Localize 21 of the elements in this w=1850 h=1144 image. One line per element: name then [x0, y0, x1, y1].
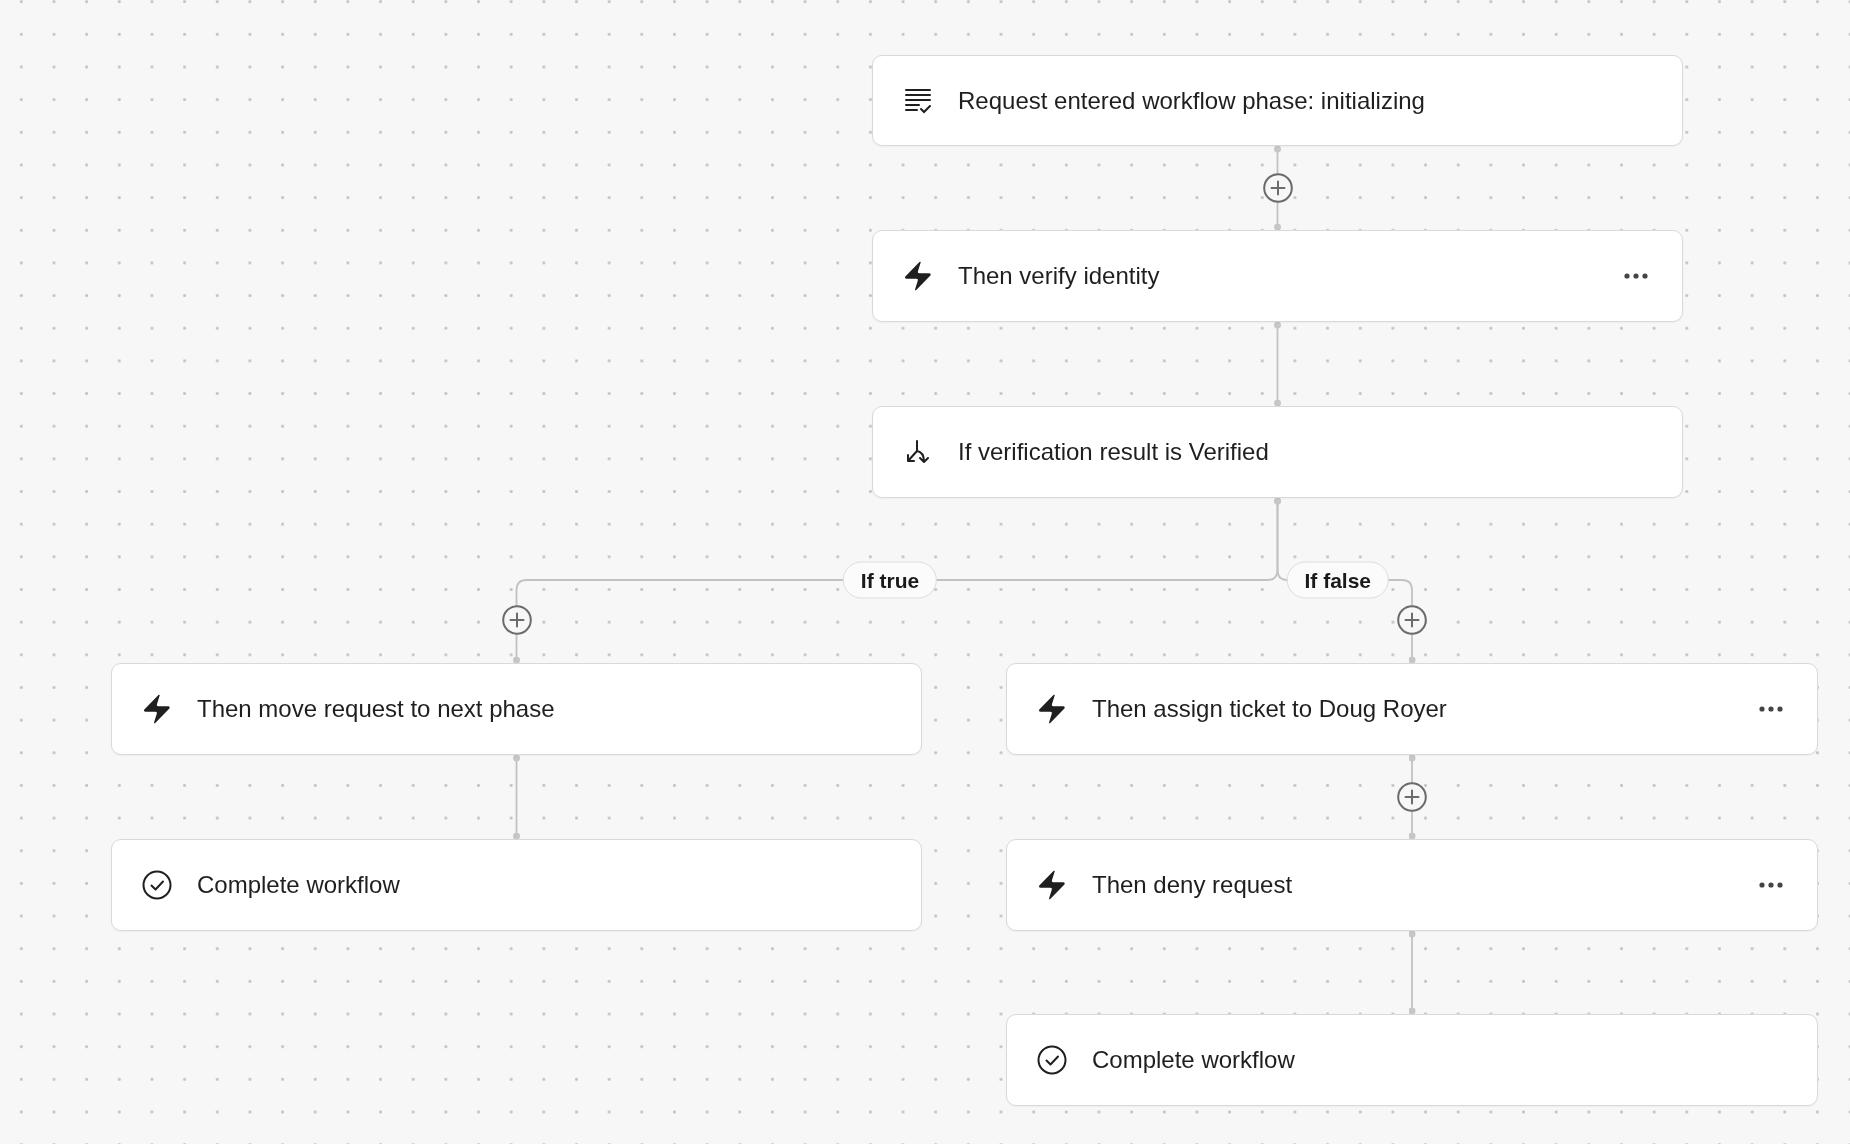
step-card [111, 663, 922, 755]
step-card [111, 839, 922, 931]
step-label: Complete workflow [197, 870, 400, 900]
step-label: Request entered workflow phase: initializing [958, 85, 1425, 116]
connector-line [1274, 321, 1281, 407]
step-label: Then verify identity [958, 261, 1160, 291]
step-label: Then deny request [1092, 870, 1293, 900]
step-card [872, 55, 1683, 146]
edge-label: If true [842, 561, 938, 599]
step-card [1006, 839, 1818, 931]
step-card [1006, 663, 1818, 755]
step-card [872, 406, 1683, 498]
step-card [872, 230, 1683, 322]
step-label: Then move request to next phase [197, 694, 555, 724]
step-label: Complete workflow [1092, 1045, 1295, 1075]
step-label: Then assign ticket to Doug Royer [1092, 694, 1447, 724]
connector-line [513, 754, 520, 840]
step-label: If verification result is Verified [958, 437, 1269, 467]
step-card [1006, 1014, 1818, 1106]
connector-line [1408, 930, 1416, 1015]
edge-label: If false [1286, 561, 1389, 599]
